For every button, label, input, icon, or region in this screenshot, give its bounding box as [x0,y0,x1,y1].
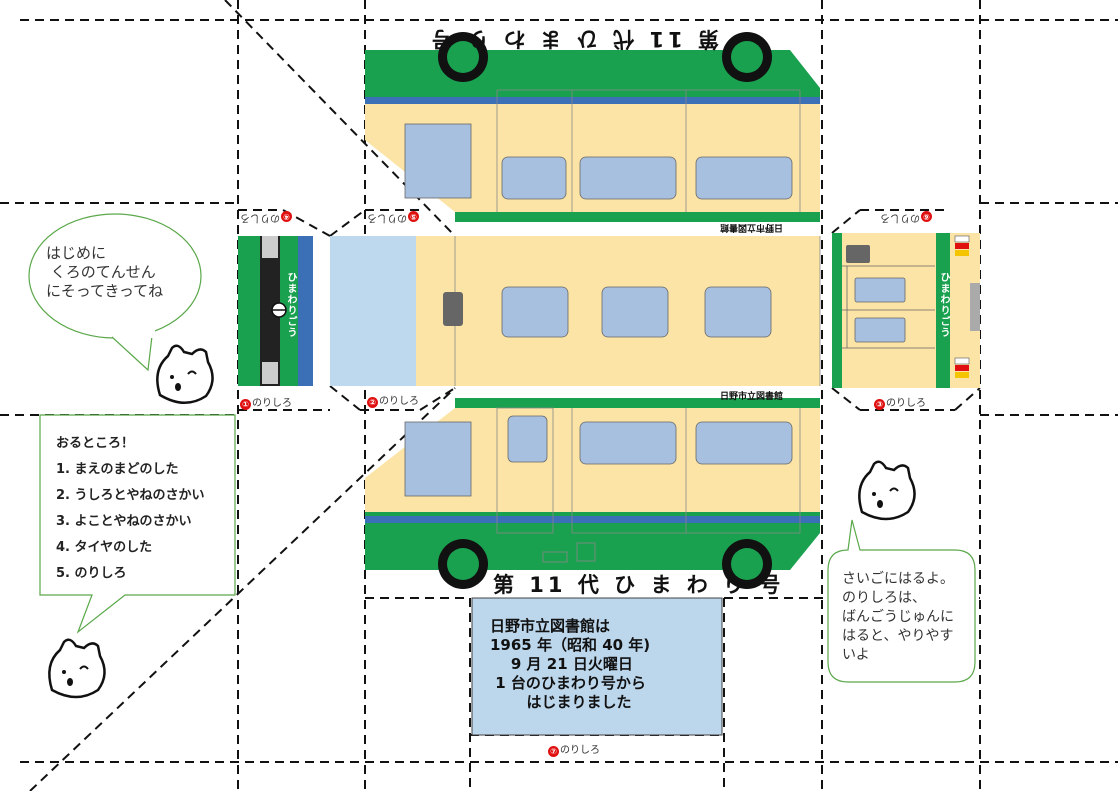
tab-text: のりしろ [252,398,292,409]
tab-number: ⑦ [548,746,559,757]
side-label-top: 日野市立図書館 [720,222,784,232]
bus-roof [330,236,821,386]
tab-text: のりしろ [367,212,407,223]
fold-item-number: 3. [56,514,70,529]
bubble-tail [111,335,153,372]
tab-text: のりしろ [240,212,280,223]
tab-text: のりしろ [880,212,920,223]
glue-tab-6: ⑥のりしろ [880,211,932,227]
fold-item-number: 1. [56,462,70,477]
rear-vertical-label: ひまわりごう [285,272,296,338]
tail-mask [120,320,155,338]
mascot-character-1 [156,344,214,404]
fold-item: 5. のりしろ [56,562,205,581]
fold-title: おるところ！ [56,436,135,451]
tab-text: のりしろ [379,396,419,407]
speech-bubbles [28,213,976,683]
tab-text: のりしろ [560,745,600,756]
fold-item-number: 2. [56,488,70,503]
bus-side-bottom [365,398,820,589]
tab-text: のりしろ [886,398,926,409]
closing-bubble-text: さいごにはるよ。 のりしろは、 ばんごうじゅんに はると、やりやす いよ [842,571,954,663]
fold-item: 2. うしろとやねのさかい [56,484,205,503]
bus-front [832,233,980,388]
bus-rear [238,236,313,386]
library-history-text: 日野市立図書館は 1965 年（昭和 40 年) 9 月 21 日火曜日 1 台… [490,617,651,711]
bus-name-banner-bottom: 第 11 代 ひ ま わ り 号 [493,569,780,599]
glue-tab-4: ④のりしろ [240,211,292,227]
fold-item-text: のりしろ [74,566,127,581]
fold-item-text: まえのまどのした [74,462,179,477]
fold-instructions: おるところ！ 1. まえのまどのした 2. うしろとやねのさかい 3. よことや… [56,432,205,581]
tab-number: ④ [281,211,292,222]
fold-item-number: 5. [56,566,70,581]
mascot-character-2 [48,638,106,699]
fold-item-text: うしろとやねのさかい [74,488,205,503]
mascot-faces [62,370,899,686]
fold-item: 1. まえのまどのした [56,458,205,477]
info-box [471,597,723,736]
tab-number: ⑤ [408,211,419,222]
tab-number: ⑥ [921,211,932,222]
front-vertical-label: ひまわりごう [938,272,949,338]
side-label-bottom: 日野市立図書館 [720,392,784,402]
fold-item-text: タイヤのした [74,540,153,555]
tab-number: ② [367,397,378,408]
fold-item-number: 4. [56,540,70,555]
bus-name-banner-top: 第 11 代 ひ ま わ り 号 [428,25,719,55]
intro-bubble-text: はじめに くろのてんせん にそってきってね [46,244,164,300]
fold-item: 4. タイヤのした [56,536,205,555]
tab-number: ① [240,399,251,410]
glue-tab-5: ⑤のりしろ [367,211,419,227]
bus-name-text: 第 11 代 ひ ま わ り 号 [427,27,719,51]
mascot-character-3 [858,460,916,521]
fold-item: 3. よことやねのさかい [56,510,205,529]
bus-side-top [365,32,820,222]
tab-number: ③ [874,399,885,410]
bus-name-text: 第 11 代 ひ ま わ り 号 [493,573,785,597]
fold-item-text: よことやねのさかい [74,514,192,529]
